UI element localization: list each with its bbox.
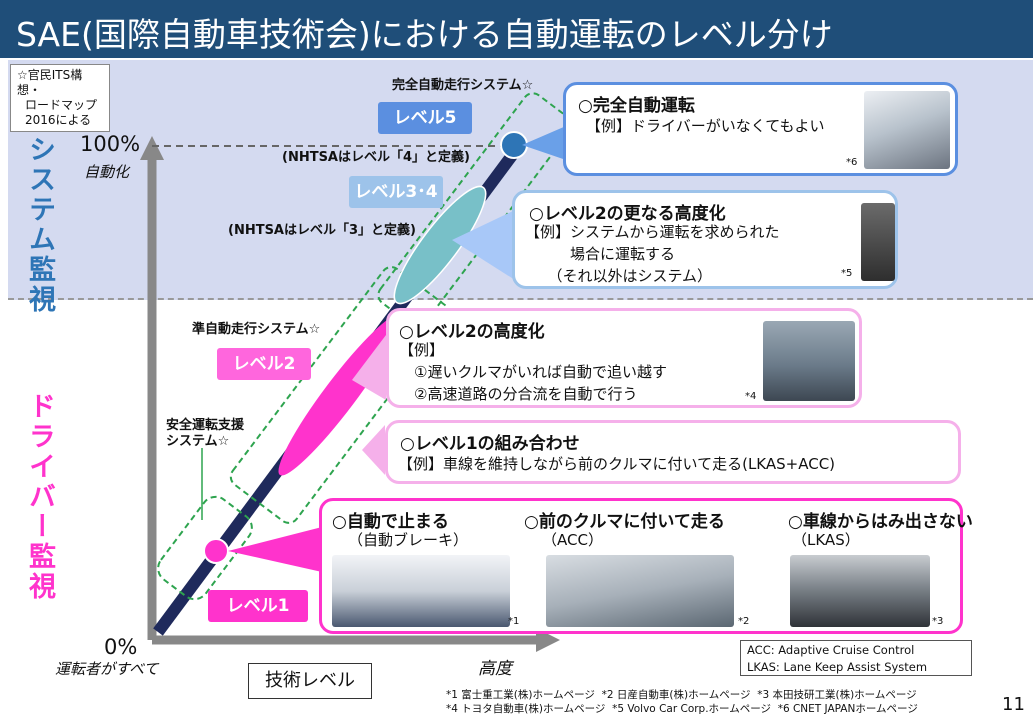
level34-photo	[861, 203, 895, 281]
y-axis-top-label: 100%	[80, 132, 141, 156]
x-axis-arrowhead	[536, 628, 560, 652]
body-line: ①遅いクルマがいれば自動で追い越す	[399, 363, 667, 381]
nhtsa-level3-note: (NHTSAはレベル「3」と定義)	[228, 223, 416, 238]
level1-item-title: ○自動で止まる	[332, 512, 449, 532]
source-note-line: 2016による	[25, 113, 92, 127]
legend-entry: LKAS: Lane Keep Assist System	[747, 660, 928, 674]
body-line: 場合に運転する	[525, 245, 676, 263]
level2-photo	[763, 321, 855, 401]
level5-callout	[522, 126, 566, 160]
level5-photo	[864, 91, 950, 169]
level1-item-footnote: *1	[508, 616, 520, 627]
body-line: ②高速道路の分合流を自動で行う	[399, 385, 638, 403]
source-note-line: ロードマップ	[25, 98, 98, 112]
level1-callout	[228, 527, 322, 572]
abbreviation-legend: ACC: Adaptive Cruise Control LKAS: Lane …	[740, 640, 972, 676]
body-line: 【例】システムから運転を求められた	[525, 223, 780, 241]
level34-ellipse	[393, 185, 487, 305]
level34-card-body: 【例】システムから運転を求められた 場合に運転する （それ以外はシステム）	[525, 221, 780, 287]
y-axis-bottom-sub: 運転者がすべて	[55, 660, 159, 678]
footnote-line: *1 富士重工業(株)ホームページ *2 日産自動車(株)ホームページ *3 本…	[446, 689, 917, 701]
level2-ellipse	[278, 314, 402, 476]
footnote-line: *4 トヨタ自動車(株)ホームページ *5 Volvo Car Corp.ホーム…	[446, 703, 918, 715]
y-axis-arrowhead	[140, 136, 164, 160]
safety-system-label-line: 安全運転支援	[166, 418, 245, 433]
level5-card-body: 【例】ドライバーがいなくてもよい	[586, 117, 825, 135]
level2-card-footnote: *4	[745, 391, 757, 402]
auto-brake-photo	[332, 555, 510, 627]
driver-monitor-label: ドライバー監視	[24, 392, 55, 602]
title-bar: SAE(国際自動車技術会)における自動運転のレベル分け	[0, 0, 1033, 58]
lkas-photo	[790, 555, 930, 627]
level1-combo-card: ○レベル1の組み合わせ 【例】車線を維持しながら前のクルマに付いて走る(LKAS…	[385, 420, 961, 484]
level1-item-sub: （自動ブレーキ）	[348, 531, 469, 549]
level1-combo-card-body: 【例】車線を維持しながら前のクルマに付いて走る(LKAS+ACC)	[398, 455, 836, 473]
nhtsa-level4-note: (NHTSAはレベル「4」と定義)	[282, 150, 470, 165]
system-monitor-label: システム監視	[24, 135, 55, 315]
source-note-line: ☆官民ITS構想・	[17, 68, 83, 97]
level1-dot	[203, 538, 229, 564]
level2-card-body: 【例】 ①遅いクルマがいれば自動で追い越す ②高速道路の分合流を自動で行う	[399, 339, 667, 405]
full-auto-system-label: 完全自動走行システム☆	[392, 78, 534, 93]
level1-badge: レベル1	[208, 590, 308, 622]
acc-photo	[546, 555, 734, 627]
level1-item-sub: （ACC）	[542, 531, 603, 549]
safety-system-label-line: システム☆	[166, 434, 230, 449]
page-title: SAE(国際自動車技術会)における自動運転のレベル分け	[16, 15, 833, 54]
semi-auto-system-label: 準自動走行システム☆	[192, 322, 321, 337]
level1-item-title: ○車線からはみ出さない	[788, 512, 973, 532]
level1-item-footnote: *2	[738, 616, 750, 627]
x-axis-label: 技術レベル	[248, 663, 372, 699]
level34-card-footnote: *5	[841, 268, 853, 279]
page-number: 11	[1002, 694, 1025, 715]
x-axis-end-label: 高度	[478, 659, 512, 679]
level1-item-footnote: *3	[932, 616, 944, 627]
level34-callout	[452, 210, 515, 280]
safety-system-label: 安全運転支援 システム☆	[166, 418, 244, 450]
level34-badge: レベル3･4	[349, 176, 443, 208]
section-divider	[8, 298, 1033, 300]
level1-card: ○自動で止まる （自動ブレーキ） *1 ○前のクルマに付いて走る （ACC） *…	[319, 498, 973, 634]
level5-card: ○完全自動運転 【例】ドライバーがいなくてもよい *6	[563, 82, 958, 176]
level2-badge: レベル2	[217, 348, 311, 380]
level1-combo-card-title: ○レベル1の組み合わせ	[400, 434, 580, 454]
level1-item-title: ○前のクルマに付いて走る	[524, 512, 725, 532]
level34-card: ○レベル2の更なる高度化 【例】システムから運転を求められた 場合に運転する （…	[512, 190, 898, 289]
level5-badge: レベル5	[378, 102, 472, 134]
y-axis-top-sub: 自動化	[84, 163, 130, 181]
level34-card-title: ○レベル2の更なる高度化	[529, 204, 726, 224]
footnotes: *1 富士重工業(株)ホームページ *2 日産自動車(株)ホームページ *3 本…	[446, 688, 918, 716]
level1b-callout	[362, 425, 385, 475]
body-line: 【例】	[399, 341, 445, 359]
level5-card-footnote: *6	[846, 157, 858, 168]
level5-card-title: ○完全自動運転	[578, 96, 695, 116]
level2-card: ○レベル2の高度化 【例】 ①遅いクルマがいれば自動で追い越す ②高速道路の分合…	[386, 308, 862, 408]
source-note: ☆官民ITS構想・ ロードマップ 2016による	[10, 64, 110, 132]
level2-callout	[352, 335, 386, 400]
y-axis-bottom-label: 0%	[104, 635, 138, 659]
level1-item-sub: （LKAS）	[792, 531, 860, 549]
level2-card-title: ○レベル2の高度化	[399, 322, 545, 342]
body-line: （それ以外はシステム）	[525, 267, 713, 285]
legend-entry: ACC: Adaptive Cruise Control	[747, 643, 915, 657]
